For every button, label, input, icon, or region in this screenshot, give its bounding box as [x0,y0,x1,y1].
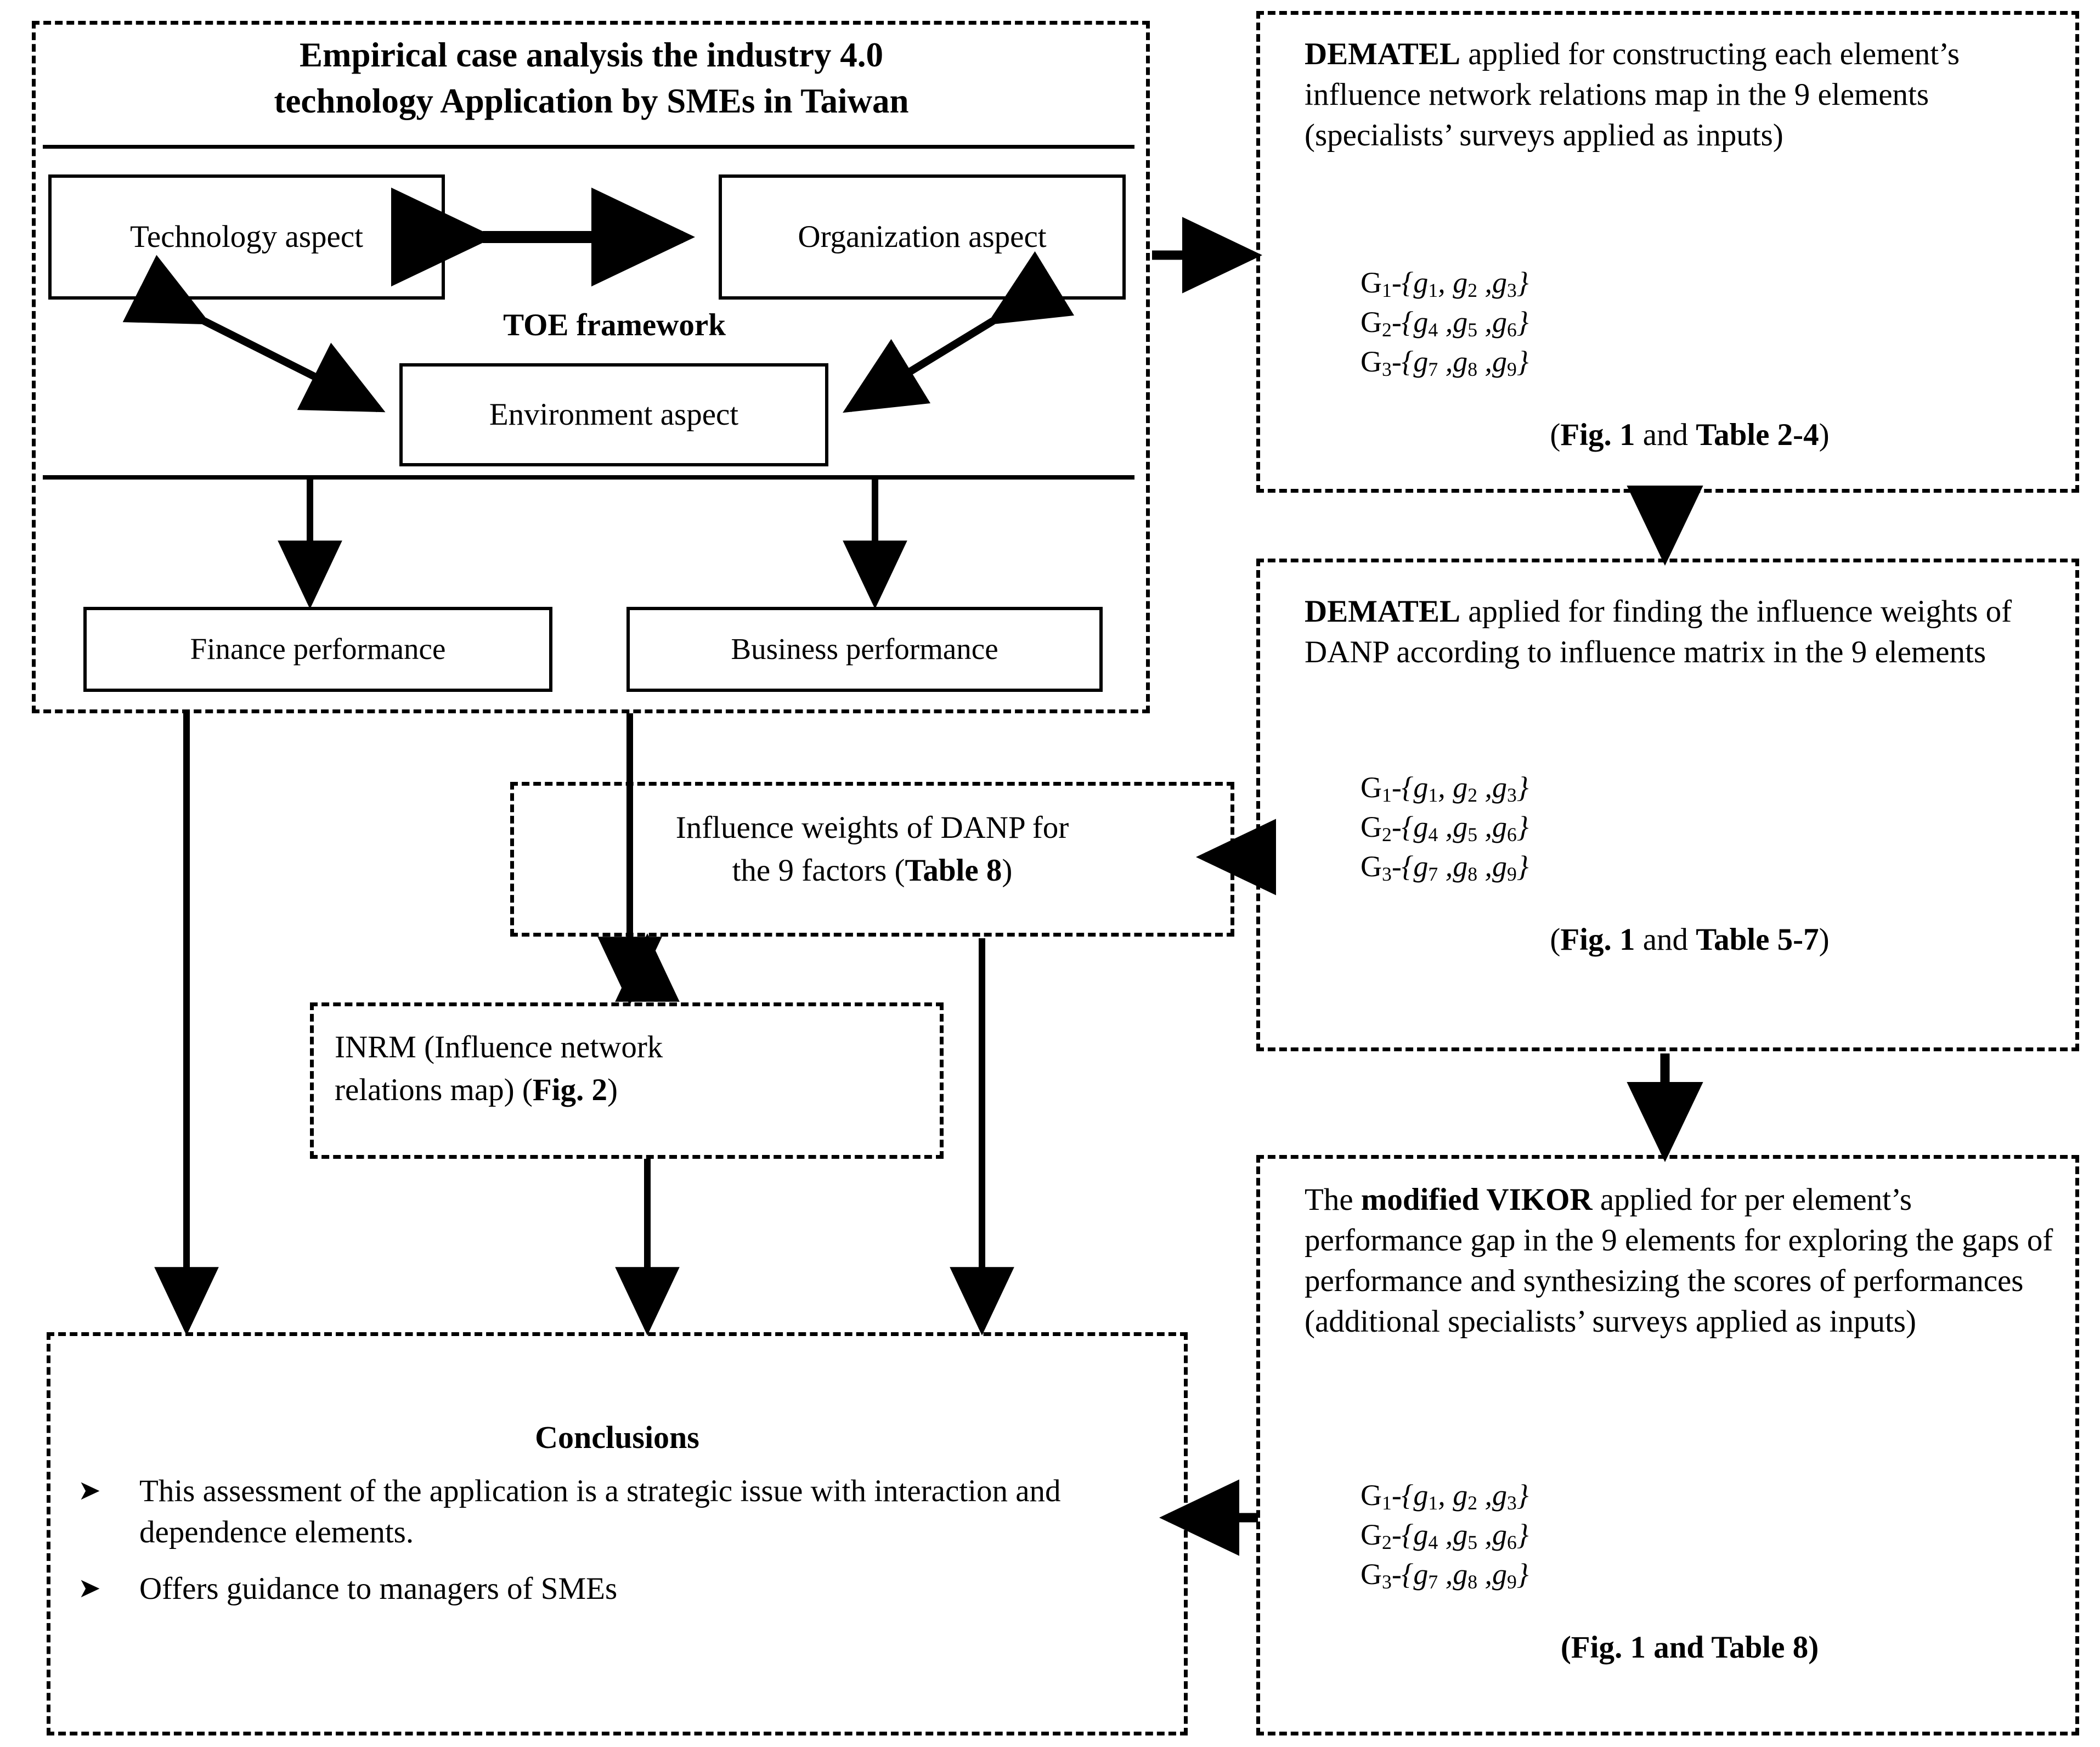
dematel-danp-citation: (Fig. 1 and Table 5-7) [1361,922,2019,957]
page-title: Empirical case analysis the industry 4.0… [48,32,1134,125]
business-performance-box[interactable]: Business performance [626,607,1103,692]
inrm-line2-post: ) [607,1072,618,1107]
cite-table-2: Table 5-7 [1696,922,1819,957]
environment-aspect-label: Environment aspect [489,397,739,432]
inrm-line2-fig: Fig. 2 [532,1072,608,1107]
group-row-3: G3-{g7 ,g8 ,g9} [1361,850,1529,886]
group-row-1: G1-{g1, g2 ,g3} [1361,771,1529,806]
danp-line2-table: Table 8 [905,853,1002,888]
toe-framework-label: TOE framework [503,308,726,342]
list-item: ➤ Offers guidance to managers of SMEs [66,1568,1174,1609]
dematel-danp-groups: G1-{g1, g2 ,g3} G2-{g4 ,g5 ,g6} G3-{g7 ,… [1361,768,2019,887]
finance-performance-label: Finance performance [190,632,446,666]
group-row-1: G1-{g1, g2 ,g3} [1361,266,1529,301]
business-performance-label: Business performance [731,632,998,666]
empirical-case-container [32,21,1150,713]
danp-weights-line1: Influence weights of DANP for [675,810,1069,845]
dematel-inrm-bold: DEMATEL [1305,37,1460,71]
cite-fig-table-3: (Fig. 1 and Table 8) [1560,1630,1819,1665]
inrm-text: INRM (Influence network relations map) (… [335,1026,927,1111]
cite-table-1: Table 2-4 [1696,418,1819,452]
dematel-inrm-body: applied for constructing each element’s … [1305,37,1960,153]
dematel-inrm-citation: (Fig. 1 and Table 2-4) [1361,417,2019,453]
dematel-danp-bold: DEMATEL [1305,594,1460,629]
cite-and-2: and [1635,922,1696,957]
group-row-3: G3-{g7 ,g8 ,g9} [1361,1558,1529,1593]
vikor-groups: G1-{g1, g2 ,g3} G2-{g4 ,g5 ,g6} G3-{g7 ,… [1361,1476,2019,1594]
page-title-line2: technology Application by SMEs in Taiwan [274,82,909,121]
dematel-danp-text: DEMATEL applied for finding the influenc… [1305,591,2056,673]
technology-aspect-label: Technology aspect [130,219,363,254]
inrm-line1: INRM (Influence network [335,1030,663,1064]
finance-performance-box[interactable]: Finance performance [83,607,552,692]
organization-aspect-label: Organization aspect [798,219,1047,254]
cite-open-1: ( [1550,418,1561,452]
technology-aspect-box[interactable]: Technology aspect [48,174,445,300]
danp-weights-line2: the 9 factors (Table 8) [521,849,1223,892]
group-row-2: G2-{g4 ,g5 ,g6} [1361,810,1529,846]
list-item-text: Offers guidance to managers of SMEs [139,1571,618,1607]
inrm-line2-pre: relations map) ( [335,1072,533,1107]
dematel-inrm-text: DEMATEL applied for constructing each el… [1305,34,2051,156]
cite-and-1: and [1635,418,1696,452]
conclusions-list: ➤ This assessment of the application is … [66,1470,1174,1610]
vikor-body: applied for per element’s performance ga… [1305,1182,2053,1339]
conclusions-heading: Conclusions [535,1419,699,1455]
danp-line2-post: ) [1002,853,1013,888]
dematel-danp-body: applied for finding the influence weight… [1305,594,2012,670]
group-row-2: G2-{g4 ,g5 ,g6} [1361,306,1529,341]
danp-line2-pre: the 9 factors ( [732,853,905,888]
group-row-2: G2-{g4 ,g5 ,g6} [1361,1518,1529,1553]
list-item: ➤ This assessment of the application is … [66,1470,1174,1553]
danp-weights-text: Influence weights of DANP for the 9 fact… [521,807,1223,892]
vikor-citation: (Fig. 1 and Table 8) [1361,1630,2019,1665]
inrm-line2: relations map) (Fig. 2) [335,1069,927,1112]
vikor-text: The modified VIKOR applied for per eleme… [1305,1180,2056,1342]
page-title-line1: Empirical case analysis the industry 4.0 [299,36,884,74]
environment-aspect-box[interactable]: Environment aspect [399,363,828,466]
bullet-arrow-icon: ➤ [78,1572,101,1604]
dematel-inrm-groups: G1-{g1, g2 ,g3} G2-{g4 ,g5 ,g6} G3-{g7 ,… [1361,263,2019,382]
list-item-text: This assessment of the application is a … [139,1474,1061,1550]
vikor-bold: modified VIKOR [1361,1182,1593,1217]
group-row-1: G1-{g1, g2 ,g3} [1361,1479,1529,1514]
cite-open-2: ( [1550,922,1561,957]
vikor-lead: The [1305,1182,1361,1217]
bullet-arrow-icon: ➤ [78,1474,101,1506]
cite-fig-1: Fig. 1 [1560,418,1635,452]
cite-fig-2: Fig. 1 [1560,922,1635,957]
group-row-3: G3-{g7 ,g8 ,g9} [1361,345,1529,381]
cite-close-2: ) [1819,922,1830,957]
organization-aspect-box[interactable]: Organization aspect [719,174,1126,300]
title-divider [43,145,1134,149]
cite-close-1: ) [1819,418,1830,452]
framework-divider [43,475,1134,480]
